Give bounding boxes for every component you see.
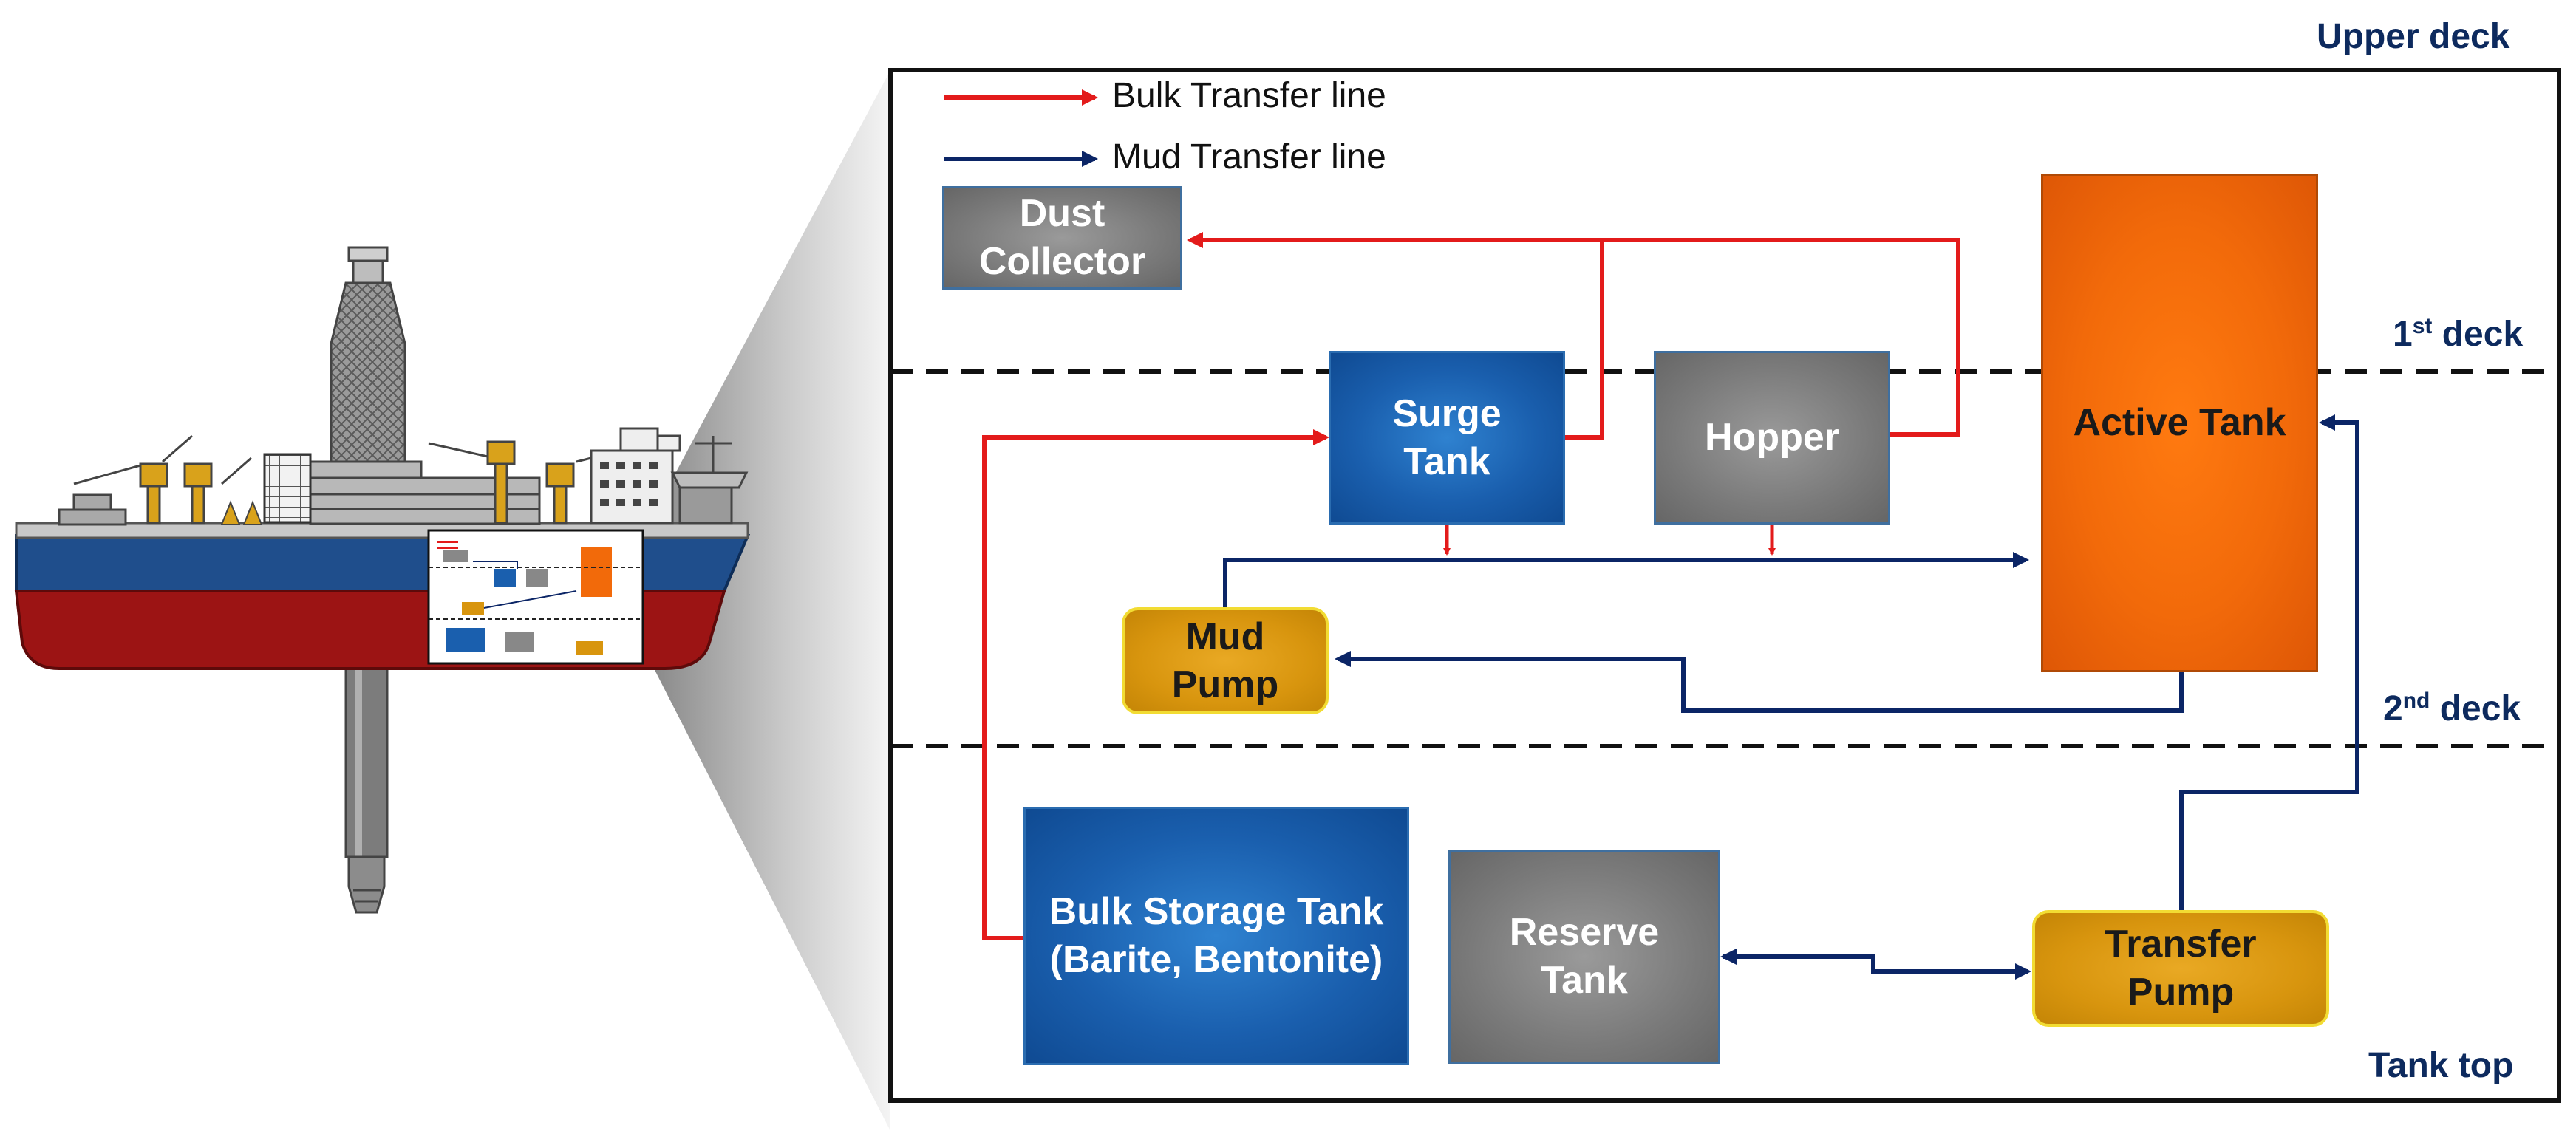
second-deck-label: 2nd deck	[2383, 688, 2521, 729]
bulk-line-hopper-to-dust	[1187, 232, 1960, 437]
upper-deck-label: Upper deck	[2317, 16, 2509, 57]
zoom-cone	[654, 70, 890, 1131]
bulk-transfer-lines	[982, 232, 1960, 940]
upper-deck-text: Upper deck	[2317, 17, 2510, 56]
first-deck-number: 1	[2393, 315, 2413, 354]
legend-mud-label: Mud Transfer line	[1112, 137, 1386, 177]
mud-transfer-lines	[1223, 414, 2359, 980]
first-deck-label: 1st deck	[2393, 314, 2523, 355]
tank-top-label: Tank top	[2368, 1045, 2513, 1086]
second-deck-superscript: nd	[2402, 688, 2430, 713]
bulk-line-surge-vent	[1565, 240, 1604, 440]
tank-top-text: Tank top	[2368, 1046, 2514, 1085]
second-deck-number: 2	[2383, 689, 2403, 728]
second-deck-word: deck	[2430, 689, 2521, 728]
mud-pump-box: Mud Pump	[1122, 607, 1329, 714]
hopper-box: Hopper	[1654, 351, 1890, 525]
surge-tank-box: Surge Tank	[1329, 351, 1565, 525]
active-tank-box: Active Tank	[2041, 174, 2318, 672]
mud-line-pump-to-active	[1223, 552, 2029, 607]
mud-line-reserve-transfer	[1720, 949, 2031, 980]
bulk-storage-tank-box: Bulk Storage Tank (Barite, Bentonite)	[1023, 807, 1409, 1065]
drillship-illustration	[14, 246, 751, 914]
bulk-line-storage-to-surge	[982, 429, 1329, 940]
first-deck-superscript: st	[2412, 314, 2433, 338]
reserve-tank-box: Reserve Tank	[1448, 850, 1720, 1064]
legend-bulk-label: Bulk Transfer line	[1112, 76, 1386, 115]
first-deck-word: deck	[2432, 315, 2524, 354]
mud-line-transfer-to-active	[2179, 414, 2359, 910]
transfer-pump-box: Transfer Pump	[2032, 910, 2329, 1027]
dust-collector-box: Dust Collector	[942, 186, 1182, 290]
mud-line-active-to-pump	[1335, 651, 2184, 713]
ship-inset-miniature	[429, 541, 643, 655]
